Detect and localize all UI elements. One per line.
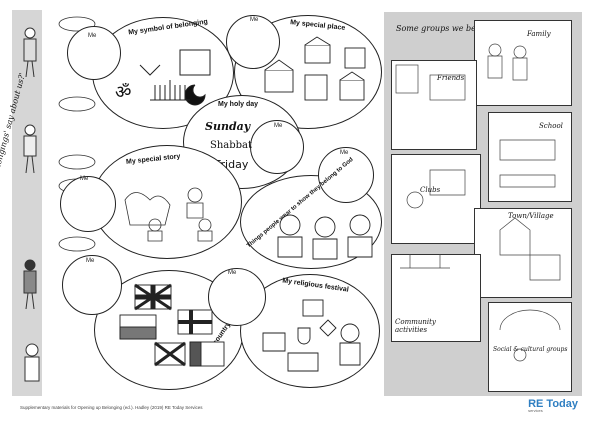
card-social-label: Social & cultural groups — [493, 346, 568, 353]
symbol-me-circle — [67, 26, 121, 80]
country-me-circle — [62, 255, 122, 315]
symbol-me-label: Me — [88, 33, 97, 39]
clothes-drawings — [277, 214, 373, 260]
footer-credit: Supplementary materials for Opening up B… — [20, 405, 203, 410]
card-social — [488, 302, 572, 392]
holy-day-me-label: Me — [274, 123, 283, 129]
place-me-label: Me — [250, 17, 259, 23]
holy-day-sunday: Sunday — [205, 120, 251, 133]
symbol-drawings: ॐ — [115, 49, 211, 106]
card-community — [391, 254, 481, 342]
country-flags — [119, 283, 225, 367]
place-me-circle — [226, 15, 280, 69]
groups-heading: Some groups we belong to . . . — [396, 24, 520, 33]
left-strip — [12, 10, 42, 396]
card-clubs — [391, 154, 481, 244]
place-buildings — [264, 36, 366, 101]
clothes-me-circle — [318, 147, 374, 203]
card-school-label: School — [539, 122, 563, 130]
logo-text: RE Today — [528, 398, 578, 410]
story-drawings — [124, 187, 213, 242]
holy-day-title: My holy day — [218, 101, 259, 108]
svg-text:ॐ: ॐ — [115, 82, 131, 103]
festival-drawings — [262, 299, 361, 372]
story-me-circle — [60, 176, 116, 232]
people-sketches — [23, 27, 40, 382]
festival-me-label: Me — [228, 270, 237, 276]
card-town — [474, 208, 572, 298]
card-community-label: Community activities — [395, 318, 436, 334]
story-oval — [92, 145, 242, 259]
festival-me-circle — [208, 268, 266, 326]
country-me-label: Me — [86, 258, 95, 264]
card-family-label: Family — [527, 30, 551, 38]
holy-day-me-circle — [250, 120, 304, 174]
card-friends-label: Friends — [437, 74, 465, 82]
clothes-me-label: Me — [340, 150, 349, 156]
card-town-label: Town/Village — [508, 212, 554, 220]
logo-sub: services — [528, 408, 543, 413]
holy-day-shabbat: Shabbat — [210, 140, 253, 151]
story-me-label: Me — [80, 176, 89, 182]
panel-sketches — [395, 43, 561, 362]
